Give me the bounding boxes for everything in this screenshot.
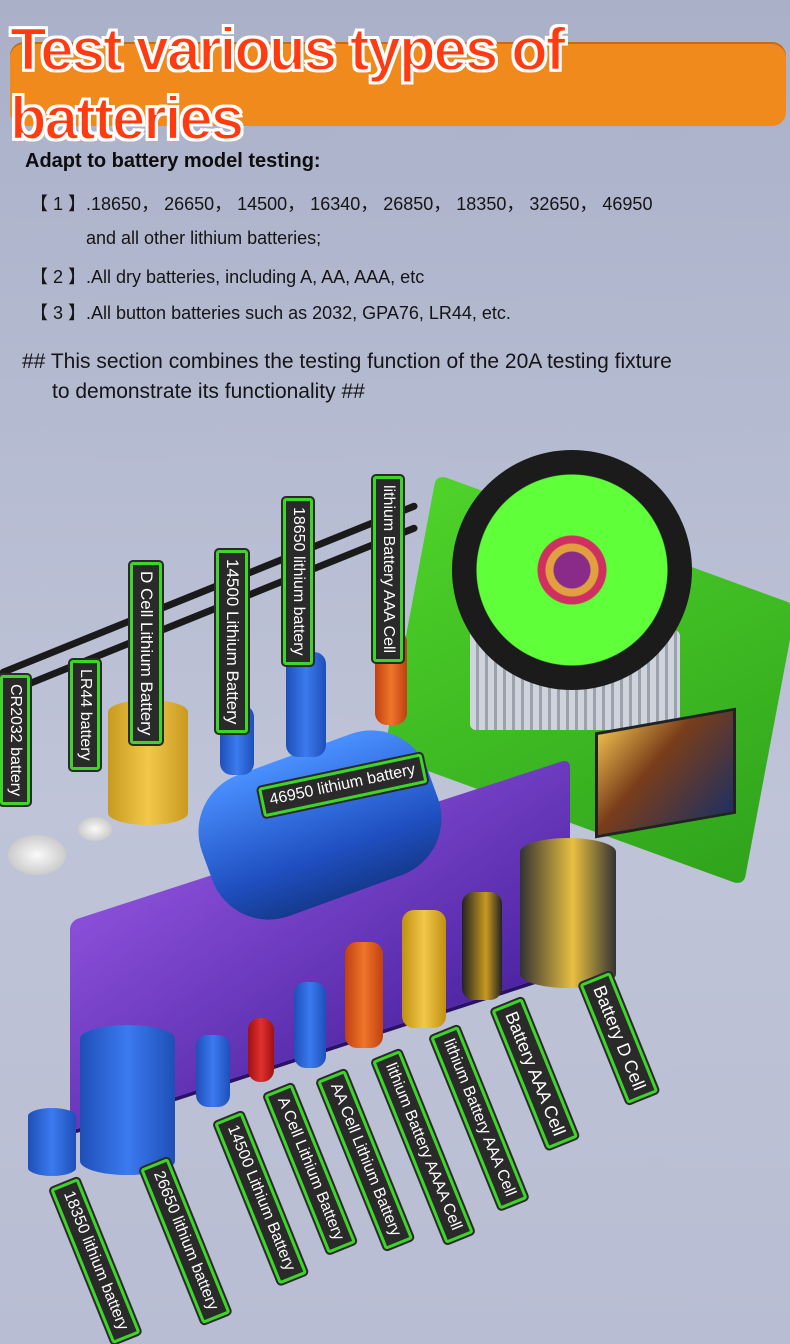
battery-aaa-cell (402, 910, 446, 1028)
battery-scene: CR2032 battery LR44 battery D Cell Lithi… (0, 420, 790, 1344)
label-26650: 26650 lithium battery (140, 1158, 231, 1324)
battery-d-dry (520, 838, 616, 988)
label-18350: 18350 lithium battery (50, 1178, 141, 1344)
battery-18650 (286, 652, 326, 757)
coin-lr44 (78, 817, 112, 841)
list-marker: 【 1 】 (30, 194, 87, 214)
list-item-1-cont: and all other lithium batteries; (86, 228, 321, 249)
list-marker: 【 2 】 (30, 267, 87, 287)
note-line-1: ## This section combines the testing fun… (22, 350, 672, 373)
coin-cr2032 (8, 835, 66, 875)
list-text: and all other lithium batteries; (86, 228, 322, 248)
label-battery-aaa: Battery AAA Cell (491, 998, 579, 1150)
battery-26650 (80, 1025, 175, 1175)
label-cr2032: CR2032 battery (0, 675, 30, 806)
battery-a-cell (248, 1018, 274, 1082)
list-item-3: 【 3 】.All button batteries such as 2032,… (30, 299, 511, 325)
list-marker: 【 3 】 (30, 303, 87, 323)
label-aaa-lithium-top: lithium Battery AAA Cell (373, 476, 403, 663)
label-battery-d: Battery D Cell (579, 972, 659, 1105)
battery-aaa-dry (462, 892, 502, 1000)
list-item-1: 【 1 】.18650， 26650， 14500， 16340， 26850，… (30, 190, 652, 216)
list-text: .All button batteries such as 2032, GPA7… (86, 303, 511, 323)
battery-18350 (28, 1108, 76, 1176)
battery-aa-cell (294, 982, 326, 1068)
list-text: .All dry batteries, including A, AA, AAA… (86, 267, 425, 287)
label-lr44: LR44 battery (70, 660, 100, 770)
cooling-fan-icon (452, 450, 692, 690)
title-banner: Test various types of batteries (9, 15, 786, 153)
label-14500-top: 14500 Lithium Battery (216, 550, 248, 734)
label-18650: 18650 lithium battery (283, 498, 313, 665)
note-line-2: to demonstrate its functionality ## (52, 380, 365, 403)
battery-14500-bottom (196, 1035, 230, 1107)
cable (0, 523, 419, 699)
intro-heading: Adapt to battery model testing: (25, 150, 321, 172)
list-item-2: 【 2 】.All dry batteries, including A, AA… (30, 263, 424, 289)
list-text: .18650， 26650， 14500， 16340， 26850， 1835… (86, 194, 653, 214)
banner-title: Test various types of batteries (9, 15, 567, 153)
cable (0, 501, 419, 677)
battery-aaaa-cell (345, 942, 383, 1048)
label-d-cell-lithium: D Cell Lithium Battery (130, 562, 162, 745)
